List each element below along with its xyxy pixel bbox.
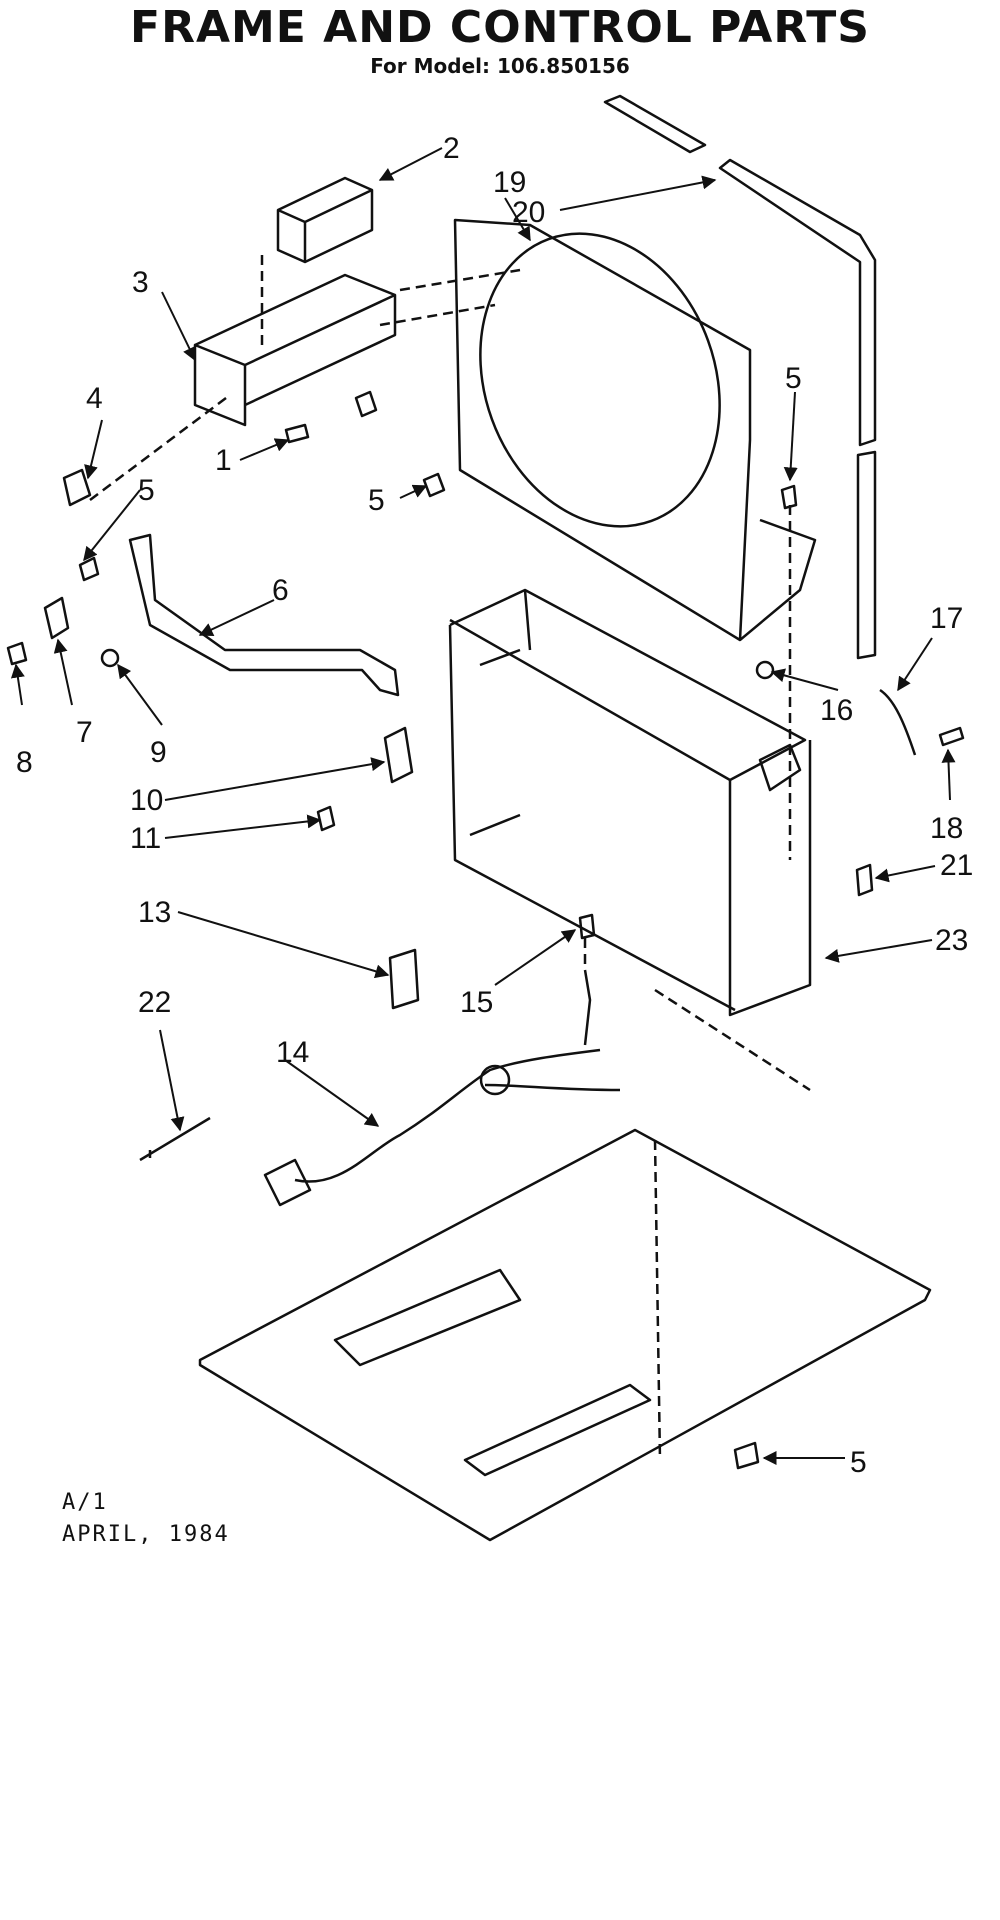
part-10-terminal-block (383, 726, 414, 784)
callout-16: 19 (493, 166, 526, 199)
callout-19: 17 (930, 602, 963, 635)
assembly-lines (89, 255, 811, 1092)
callout-5c: 5 (785, 362, 802, 395)
callout-6: 6 (272, 574, 289, 607)
callout-23: 23 (935, 924, 968, 957)
callout-5d: 5 (850, 1446, 867, 1479)
page-title: FRAME AND CONTROL PARTS (130, 2, 870, 53)
callout-20: 18 (930, 812, 963, 845)
revision-date: APRIL, 1984 (62, 1522, 230, 1547)
callout-21: 21 (940, 849, 973, 882)
callout-9: 9 (150, 736, 167, 769)
callout-15: 15 (460, 986, 493, 1019)
callout-13: 13 (138, 896, 171, 929)
part-17-strips (603, 94, 877, 660)
model-number: For Model: 106.850156 (370, 54, 630, 78)
callout-1: 1 (215, 444, 232, 477)
part-2-control-box (276, 176, 374, 264)
part-23-base-housing (448, 588, 812, 1017)
base-plate (198, 1128, 932, 1542)
callout-3: 3 (132, 266, 149, 299)
callout-11: 11 (130, 822, 161, 855)
callout-5a: 5 (368, 484, 385, 517)
part-14-wiring-harness (263, 969, 621, 1207)
callout-5b: 5 (138, 474, 155, 507)
callout-17: 20 (512, 196, 545, 229)
part-13-switch (388, 948, 420, 1010)
part-22-clip (139, 1116, 211, 1162)
callout-18: 16 (820, 694, 853, 727)
callout-2: 2 (443, 132, 460, 165)
callout-22: 22 (138, 986, 171, 1019)
part-3-bracket (193, 273, 397, 427)
callout-8: 8 (16, 746, 33, 779)
part-16-frame-panel (453, 218, 817, 642)
callout-7: 7 (76, 716, 93, 749)
callout-4: 4 (86, 382, 103, 415)
part-6-bracket (128, 533, 400, 697)
callout-10: 10 (130, 784, 163, 817)
page-reference: A/1 (62, 1490, 108, 1515)
callout-14: 14 (276, 1036, 309, 1069)
callout-labels: 2 19 20 3 4 1 5 5 5 6 7 8 9 10 11 13 22 … (16, 132, 973, 1479)
